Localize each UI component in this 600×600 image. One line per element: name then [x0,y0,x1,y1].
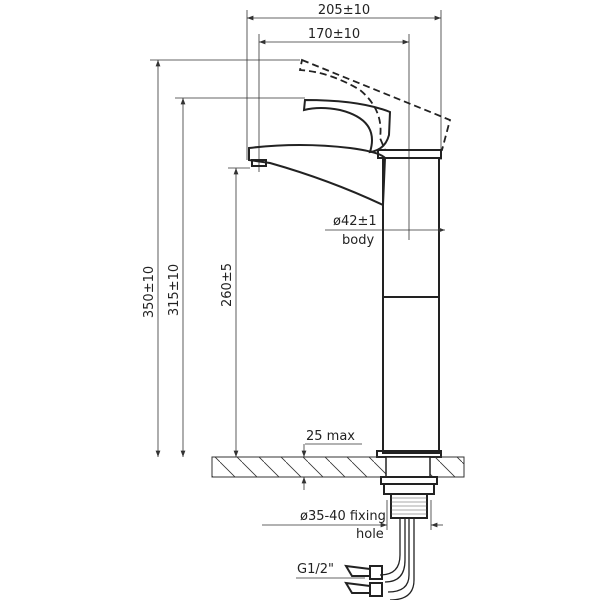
spout-outline [248,144,387,207]
body-label: body [342,233,374,248]
spout-height-label: 260±5 [220,263,235,307]
raised-handle-outline [298,58,452,151]
body-diameter-label: ø42±1 [333,214,377,229]
supply-hoses [379,518,415,600]
max-thickness-label: 25 max [306,429,355,444]
fixing-hole-label: ø35-40 fixing [300,509,386,524]
overall-length-label: 205±10 [318,3,370,18]
dim-overall-length: 205±10 [246,3,442,160]
handle-outline [302,98,392,154]
faucet-body [382,157,440,454]
dim-heights: 350±10 315±10 260±5 [142,59,305,457]
height-handle-label: 315±10 [167,264,182,316]
dim-spout-reach: 170±10 [258,27,410,240]
fixing-hole-label-2: hole [356,527,384,542]
spout-reach-label: 170±10 [308,27,360,42]
connection-label: G1/2" [297,562,334,577]
height-raised-label: 350±10 [142,266,157,318]
